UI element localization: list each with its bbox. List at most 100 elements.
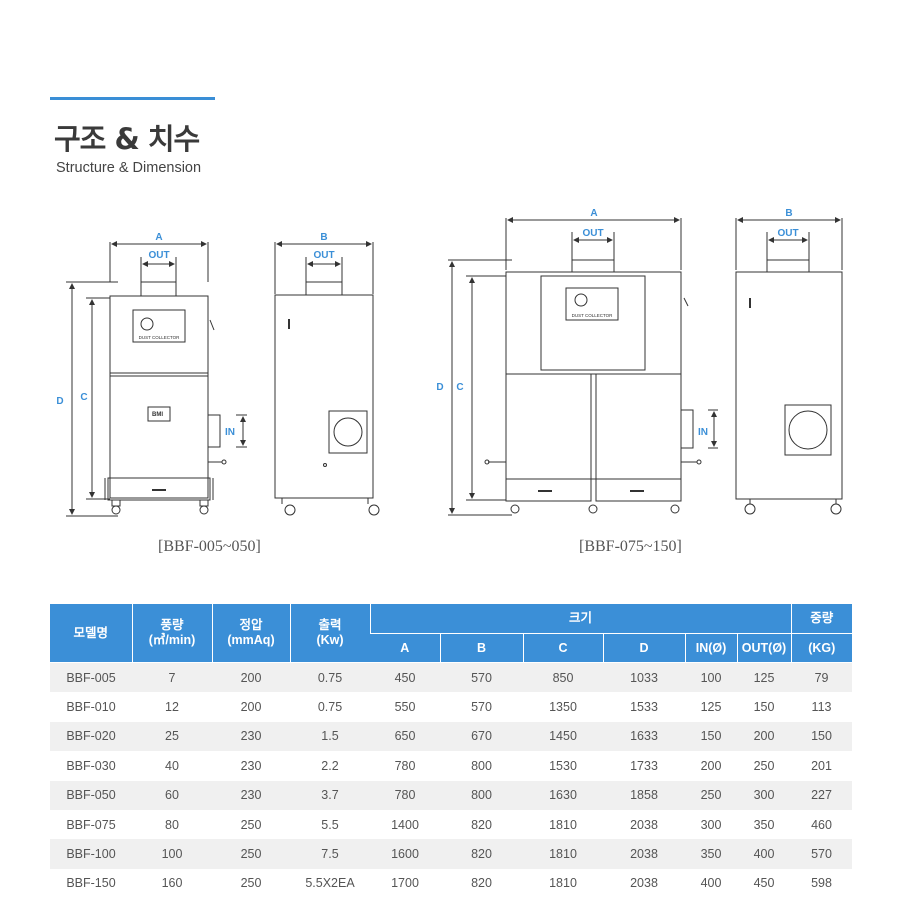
table-cell: 125	[685, 692, 737, 721]
large-unit-front-view	[448, 218, 718, 515]
table-cell: 570	[791, 839, 852, 868]
table-cell: 150	[791, 722, 852, 751]
dim-label-a-1: A	[155, 232, 162, 243]
table-cell: 300	[737, 781, 791, 810]
col-d: D	[603, 634, 685, 663]
table-cell: 1600	[370, 839, 440, 868]
dim-label-in-1: IN	[225, 427, 235, 438]
dim-label-d-2: D	[436, 382, 443, 393]
title-accent-bar	[50, 97, 215, 100]
table-cell: BBF-050	[50, 781, 132, 810]
table-cell: 40	[132, 751, 212, 780]
table-cell: 1633	[603, 722, 685, 751]
dim-label-out-3: OUT	[582, 228, 603, 239]
dim-label-out-2: OUT	[313, 250, 334, 261]
table-cell: 5.5X2EA	[290, 869, 370, 898]
table-cell: 1733	[603, 751, 685, 780]
table-cell: 450	[370, 663, 440, 693]
table-cell: 7.5	[290, 839, 370, 868]
table-cell: 230	[212, 781, 290, 810]
table-cell: 0.75	[290, 663, 370, 693]
table-cell: 2038	[603, 810, 685, 839]
table-cell: 1350	[523, 692, 603, 721]
table-cell: 1810	[523, 810, 603, 839]
table-cell: 670	[440, 722, 523, 751]
table-cell: 1.5	[290, 722, 370, 751]
col-a: A	[370, 634, 440, 663]
table-cell: 79	[791, 663, 852, 693]
table-cell: 201	[791, 751, 852, 780]
table-cell: BBF-020	[50, 722, 132, 751]
col-size-group: 크기	[370, 604, 791, 634]
dim-label-d-1: D	[56, 396, 63, 407]
table-cell: 800	[440, 751, 523, 780]
table-cell: 400	[685, 869, 737, 898]
table-cell: 250	[685, 781, 737, 810]
dim-label-a-2: A	[590, 208, 597, 219]
dim-label-c-2: C	[456, 382, 463, 393]
small-logo: BMI	[152, 412, 163, 418]
dim-label-in-2: IN	[698, 427, 708, 438]
col-weight-unit: (KG)	[791, 634, 852, 663]
table-cell: 300	[685, 810, 737, 839]
table-cell: 200	[737, 722, 791, 751]
table-cell: BBF-100	[50, 839, 132, 868]
table-cell: 350	[685, 839, 737, 868]
table-cell: 570	[440, 663, 523, 693]
table-cell: BBF-075	[50, 810, 132, 839]
table-cell: 570	[440, 692, 523, 721]
table-cell: 250	[212, 810, 290, 839]
table-cell: 160	[132, 869, 212, 898]
table-cell: 200	[212, 663, 290, 693]
table-cell: 100	[132, 839, 212, 868]
table-cell: 598	[791, 869, 852, 898]
table-cell: 800	[440, 781, 523, 810]
table-cell: 150	[685, 722, 737, 751]
table-cell: 820	[440, 839, 523, 868]
table-cell: 2038	[603, 869, 685, 898]
small-unit-front-view	[66, 242, 247, 516]
table-cell: 2038	[603, 839, 685, 868]
table-cell: 1630	[523, 781, 603, 810]
table-cell: 780	[370, 751, 440, 780]
dim-label-b-1: B	[320, 232, 327, 243]
col-model: 모델명	[50, 604, 132, 663]
table-cell: 200	[212, 692, 290, 721]
table-cell: 2.2	[290, 751, 370, 780]
table-cell: BBF-010	[50, 692, 132, 721]
col-static-pressure: 정압 (mmAq)	[212, 604, 290, 663]
dim-label-c-1: C	[80, 392, 87, 403]
dim-label-b-2: B	[785, 208, 792, 219]
table-cell: 450	[737, 869, 791, 898]
table-cell: 850	[523, 663, 603, 693]
table-cell: 227	[791, 781, 852, 810]
table-cell: 820	[440, 810, 523, 839]
large-unit-side-view	[736, 218, 842, 514]
table-cell: 125	[737, 663, 791, 693]
table-cell: 0.75	[290, 692, 370, 721]
dim-label-out-4: OUT	[777, 228, 798, 239]
table-cell: 1700	[370, 869, 440, 898]
table-cell: 100	[685, 663, 737, 693]
table-cell: 1858	[603, 781, 685, 810]
table-cell: 230	[212, 751, 290, 780]
table-cell: 7	[132, 663, 212, 693]
table-cell: 820	[440, 869, 523, 898]
small-unit-side-view	[275, 242, 379, 515]
col-airflow: 풍량 (㎥/min)	[132, 604, 212, 663]
page-title: 구조 & 치수	[54, 116, 199, 158]
col-out: OUT(Ø)	[737, 634, 791, 663]
table-cell: 60	[132, 781, 212, 810]
panel-label-small: DUST COLLECTOR	[139, 335, 181, 340]
table-cell: 12	[132, 692, 212, 721]
col-in: IN(Ø)	[685, 634, 737, 663]
table-cell: 5.5	[290, 810, 370, 839]
